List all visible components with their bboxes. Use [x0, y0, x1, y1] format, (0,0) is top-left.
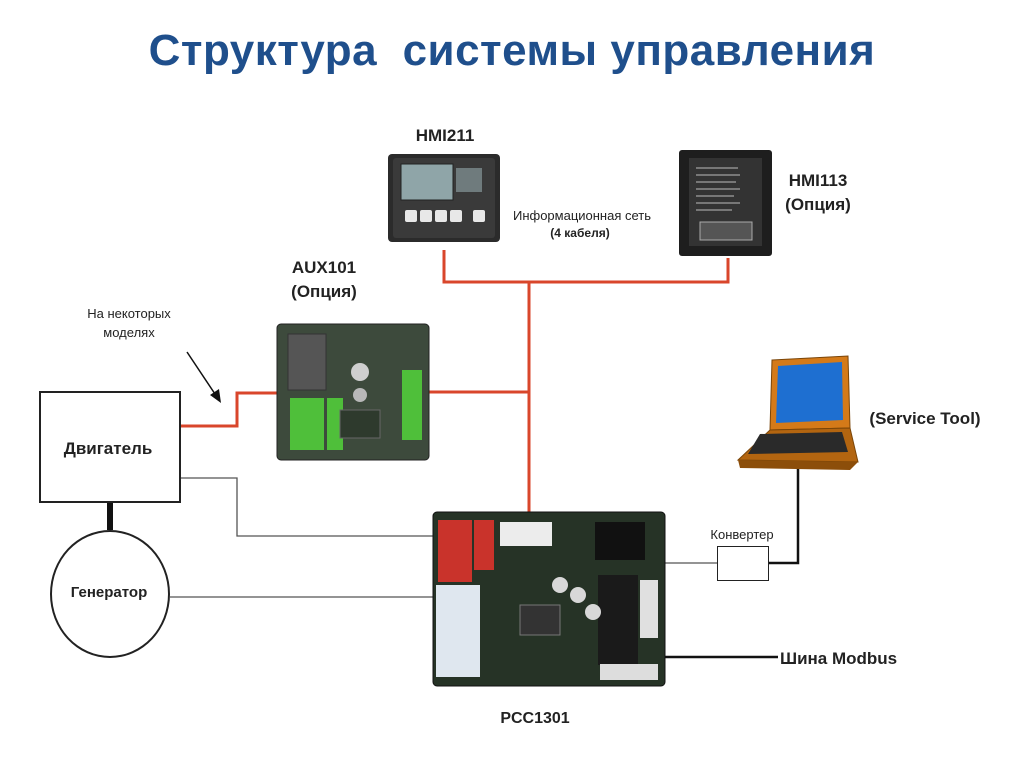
thin-wires: [170, 477, 717, 598]
network-cable-count: (4 кабеля): [550, 226, 610, 240]
hmi-network-wire: [442, 250, 730, 284]
some-models-note: На некоторых: [87, 306, 171, 321]
laptop-device: [736, 355, 859, 470]
black-wires: [107, 462, 800, 659]
hmi211-device: [388, 154, 500, 242]
engine-label: Двигатель: [63, 439, 153, 458]
page-title: Структура системы управления: [148, 26, 876, 75]
modbus-label: Шина Modbus: [780, 649, 898, 668]
generator-label: Генератор: [70, 584, 148, 601]
aux101-option-label: (Опция): [291, 282, 357, 301]
hmi113-label: HMI113: [788, 171, 848, 190]
generator-circle: [50, 530, 170, 658]
note-arrow: [186, 351, 221, 403]
pcc1301-label: PCC1301: [500, 710, 570, 727]
aux101-label: AUX101: [291, 258, 357, 277]
hmi211-label: HMI211: [415, 126, 475, 145]
converter-box: [717, 546, 769, 581]
some-models-note-line2: моделях: [103, 325, 155, 340]
service-tool-label: (Service Tool): [869, 409, 981, 428]
network-label: Информационная сеть: [512, 208, 652, 223]
converter-laptop-wire: [769, 462, 800, 565]
converter-label: Конвертер: [710, 527, 774, 542]
pcc1301-board: [432, 511, 666, 687]
network-wires: [180, 250, 730, 512]
engine-aux-wire: [180, 391, 278, 428]
engine-pcc-wire: [180, 477, 436, 537]
aux101-board: [276, 323, 430, 461]
engine-box: [39, 391, 181, 503]
hmi113-option-label: (Опция): [785, 195, 851, 214]
hmi113-device: [679, 150, 772, 256]
